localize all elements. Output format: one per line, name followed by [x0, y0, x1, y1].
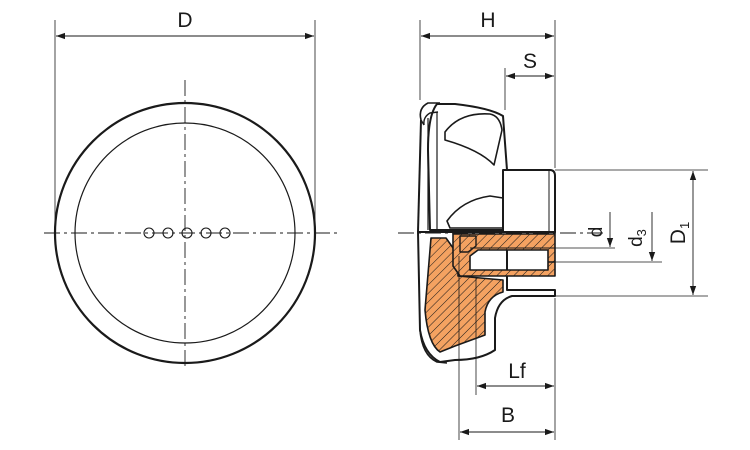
- dim-label-D1-sub: 1: [677, 222, 692, 229]
- dim-label-d: d: [586, 227, 607, 238]
- dim-d3: [555, 212, 662, 263]
- svg-text:d3: d3: [626, 229, 649, 247]
- front-view: [44, 20, 340, 370]
- section-hatch-insert: [452, 233, 556, 277]
- knob-rim-lower: [419, 329, 448, 364]
- vent-hole: [162, 227, 174, 239]
- dim-label-D1-main: D: [667, 229, 690, 244]
- vent-hole: [200, 227, 212, 239]
- dim-label-d3: d3: [626, 229, 649, 247]
- grip-rib-upper: [444, 113, 503, 166]
- dim-label-B: B: [501, 404, 515, 427]
- vent-hole: [219, 227, 231, 239]
- side-view: [417, 102, 556, 364]
- knob-rim-outer: [419, 102, 440, 121]
- vent-holes: [143, 227, 231, 239]
- dim-label-H: H: [480, 9, 495, 32]
- dim-label-d3-sub: 3: [634, 229, 649, 236]
- dim-label-d3-main: d: [626, 236, 647, 247]
- svg-text:d: d: [586, 227, 607, 238]
- dim-B: [458, 256, 554, 440]
- vent-hole: [181, 227, 193, 239]
- section-hatch-shell: [424, 237, 504, 353]
- dim-Lf: [475, 278, 556, 440]
- vent-hole: [143, 227, 155, 239]
- knob-rim-inner: [423, 111, 439, 126]
- dim-d: [555, 212, 615, 249]
- dim-label-Lf: Lf: [508, 360, 526, 383]
- svg-text:D1: D1: [667, 222, 692, 244]
- dim-H: [419, 20, 556, 168]
- dim-label-S: S: [523, 50, 537, 73]
- dim-label-D: D: [177, 9, 192, 32]
- dim-S: [504, 68, 554, 110]
- dim-label-D1: D1: [667, 222, 692, 244]
- hub-upper: [502, 169, 556, 233]
- knob-outer-profile: [417, 119, 422, 233]
- dim-D1: [555, 169, 708, 297]
